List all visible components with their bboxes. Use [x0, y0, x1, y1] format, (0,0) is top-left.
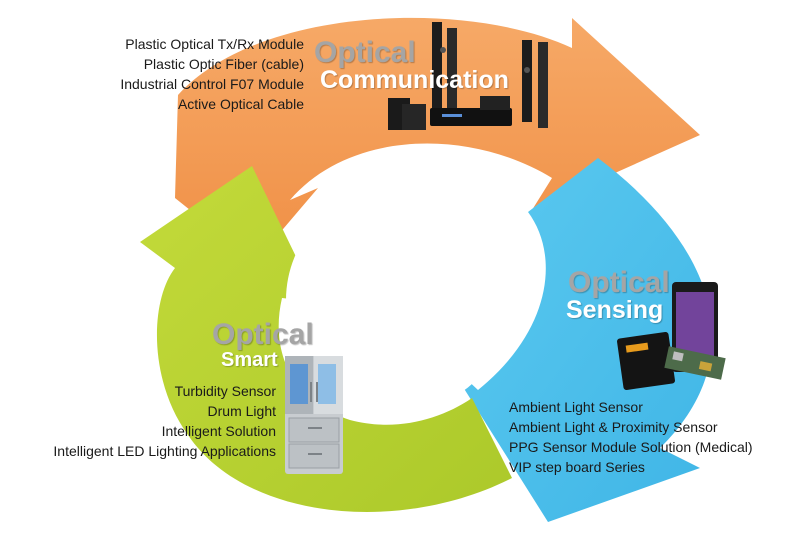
list-item: Intelligent Solution — [161, 423, 276, 439]
list-item: Turbidity Sensor — [174, 383, 276, 399]
list-item: Plastic Optic Fiber (cable) — [143, 56, 304, 72]
list-item: Industrial Control F07 Module — [120, 76, 304, 92]
list-item: PPG Sensor Module Solution (Medical) — [509, 439, 753, 455]
list-item: Plastic Optical Tx/Rx Module — [125, 36, 304, 52]
sensing-arrow — [446, 158, 713, 522]
smart-item-list: Turbidity Sensor Drum Light Intelligent … — [53, 381, 276, 461]
smart-title-top: Optical — [212, 318, 314, 351]
communication-title-top: Optical — [314, 36, 416, 69]
list-item: Drum Light — [207, 403, 276, 419]
list-item: Intelligent LED Lighting Applications — [53, 443, 276, 459]
list-item: Ambient Light Sensor — [509, 399, 643, 415]
sensing-title-top: Optical — [568, 266, 670, 299]
list-item: Active Optical Cable — [177, 96, 304, 112]
communication-title-bottom: Communication — [320, 66, 509, 94]
sensing-item-list: Ambient Light Sensor Ambient Light & Pro… — [509, 397, 753, 477]
home-theater-system-icon — [388, 22, 548, 130]
smart-arrow — [140, 166, 512, 512]
list-item: VIP step board Series — [509, 459, 645, 475]
sensing-title-bottom: Sensing — [566, 296, 664, 324]
smart-title-bottom: Smart — [221, 349, 278, 371]
refrigerator-icon — [285, 356, 343, 474]
smartphone-and-sensor-chip-icon — [617, 282, 726, 390]
list-item: Ambient Light & Proximity Sensor — [509, 419, 718, 435]
communication-item-list: Plastic Optical Tx/Rx Module Plastic Opt… — [120, 34, 304, 114]
communication-arrow — [175, 17, 700, 262]
